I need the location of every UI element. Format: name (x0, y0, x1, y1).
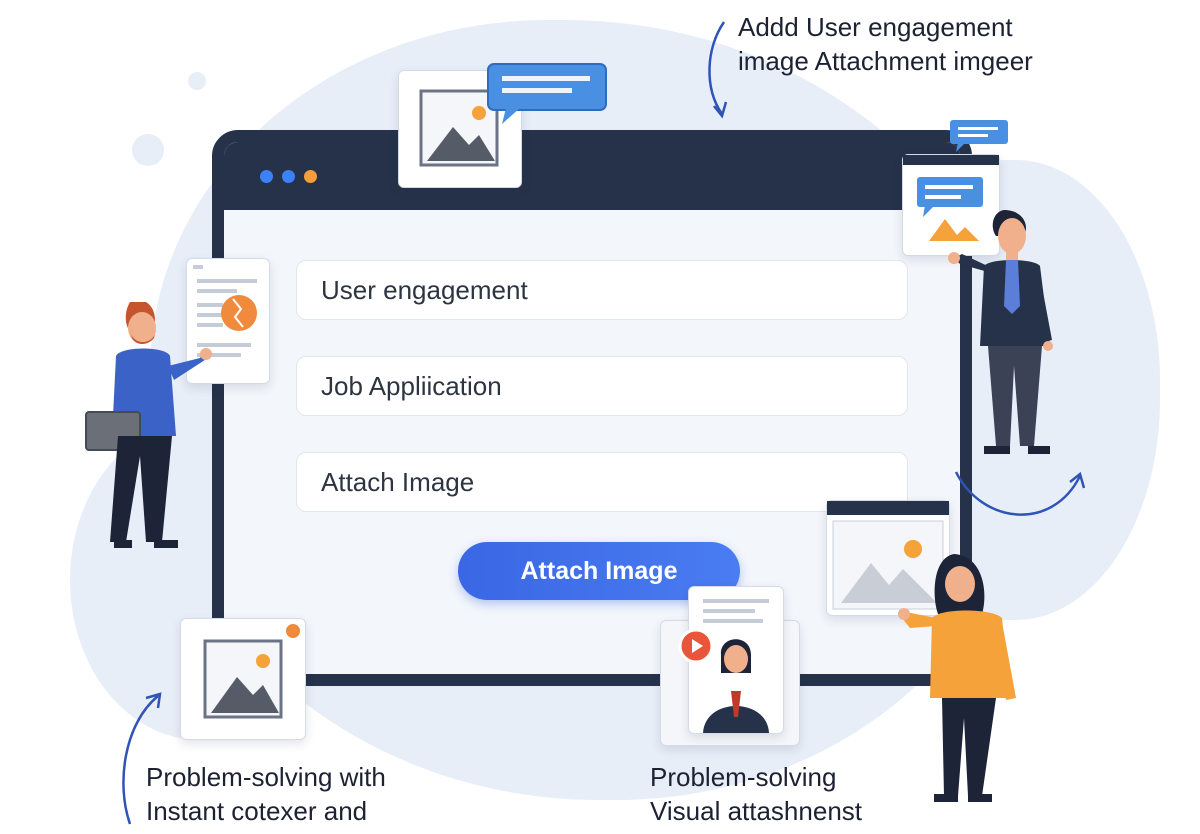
job-application-field-text: Job Appliication (321, 370, 502, 401)
user-engagement-field-text: User engagement (321, 274, 528, 305)
annotation-bottom-left: Problem-solving with Instant cotexer and (146, 760, 386, 828)
person-woman-right-illustration (898, 554, 1016, 802)
annotation-bottom-center-line2: Visual attashnenst (650, 796, 862, 826)
decor-circle-small (132, 134, 164, 166)
chat-bubble-icon-small (950, 120, 1008, 152)
arrow-icon (954, 471, 1086, 516)
floating-image-window-right (826, 500, 950, 616)
document-icon (193, 265, 257, 357)
annotation-top-right: Addd User engagement image Attachment im… (738, 10, 1033, 78)
job-application-field[interactable]: Job Appliication (296, 356, 908, 416)
annotation-top-right-line2: image Attachment imgeer (738, 46, 1033, 76)
document-card-left (186, 258, 270, 384)
play-icon (678, 628, 714, 664)
annotation-bottom-center: Problem-solving Visual attashnenst (650, 760, 862, 828)
attach-image-field-text: Attach Image (321, 466, 475, 497)
arrow-icon (708, 21, 728, 119)
annotation-bottom-center-line1: Problem-solving (650, 762, 837, 792)
user-engagement-field[interactable]: User engagement (296, 260, 908, 320)
annotation-top-right-line1: Addd User engagement (738, 12, 1013, 42)
image-icon (903, 155, 999, 241)
window-dot-blue-1[interactable] (260, 170, 273, 183)
window-dot-blue-2[interactable] (282, 170, 295, 183)
person-man-left-illustration (85, 302, 212, 548)
person-man-right-illustration (948, 210, 1053, 454)
arrow-icon (122, 692, 162, 825)
image-icon (419, 89, 499, 167)
decor-circle-tiny (188, 72, 206, 90)
image-icon (827, 501, 949, 610)
floating-window-card-right (902, 154, 1000, 256)
browser-titlebar (224, 142, 960, 210)
annotation-bottom-left-line2: Instant cotexer and (146, 796, 368, 826)
image-icon (203, 624, 300, 719)
profile-card-icon (703, 599, 769, 733)
window-dot-orange[interactable] (304, 170, 317, 183)
chat-bubble-icon (487, 63, 607, 124)
attach-image-field[interactable]: Attach Image (296, 452, 908, 512)
floating-image-card-bottom-left (180, 618, 306, 740)
annotation-bottom-left-line1: Problem-solving with (146, 762, 386, 792)
